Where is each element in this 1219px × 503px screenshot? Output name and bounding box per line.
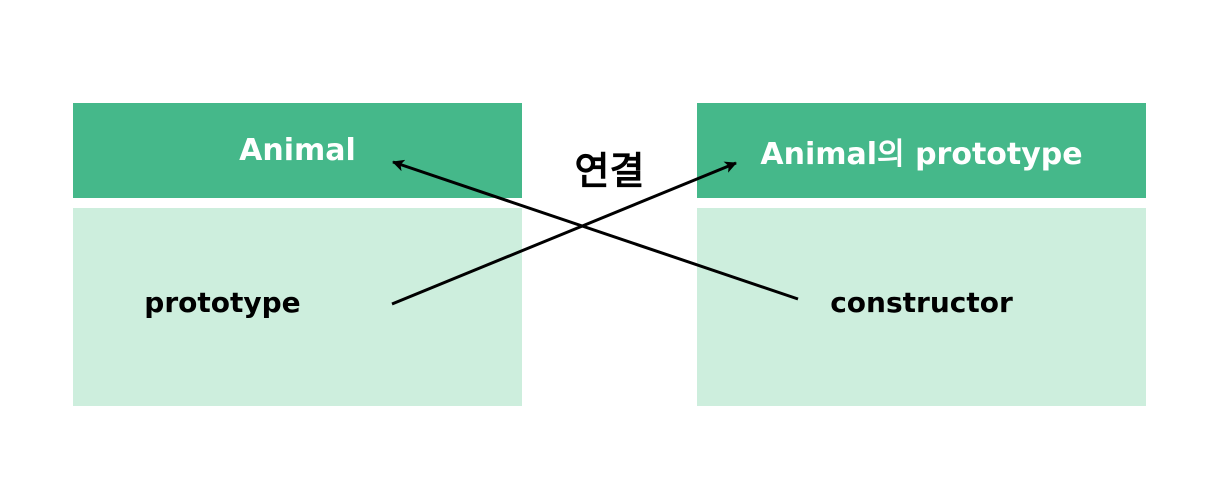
prototype-constructor-field: constructor [830,286,1013,319]
animal-box-body: prototype [73,208,522,406]
animal-box-header: Animal [73,103,522,198]
prototype-to-animal-prototype-arrow [391,161,737,306]
link-label: 연결 [574,149,645,193]
animal-prototype-box: Animal의 prototype constructor [697,103,1146,406]
animal-box: Animal prototype [73,103,522,406]
animal-prototype-box-header: Animal의 prototype [697,103,1146,198]
constructor-to-animal-arrow [392,159,799,301]
animal-prototype-box-body: constructor [697,208,1146,406]
animal-prototype-field: prototype [144,286,301,319]
animal-prototype-box-title: Animal의 prototype [760,136,1083,172]
animal-box-title: Animal [239,133,356,168]
